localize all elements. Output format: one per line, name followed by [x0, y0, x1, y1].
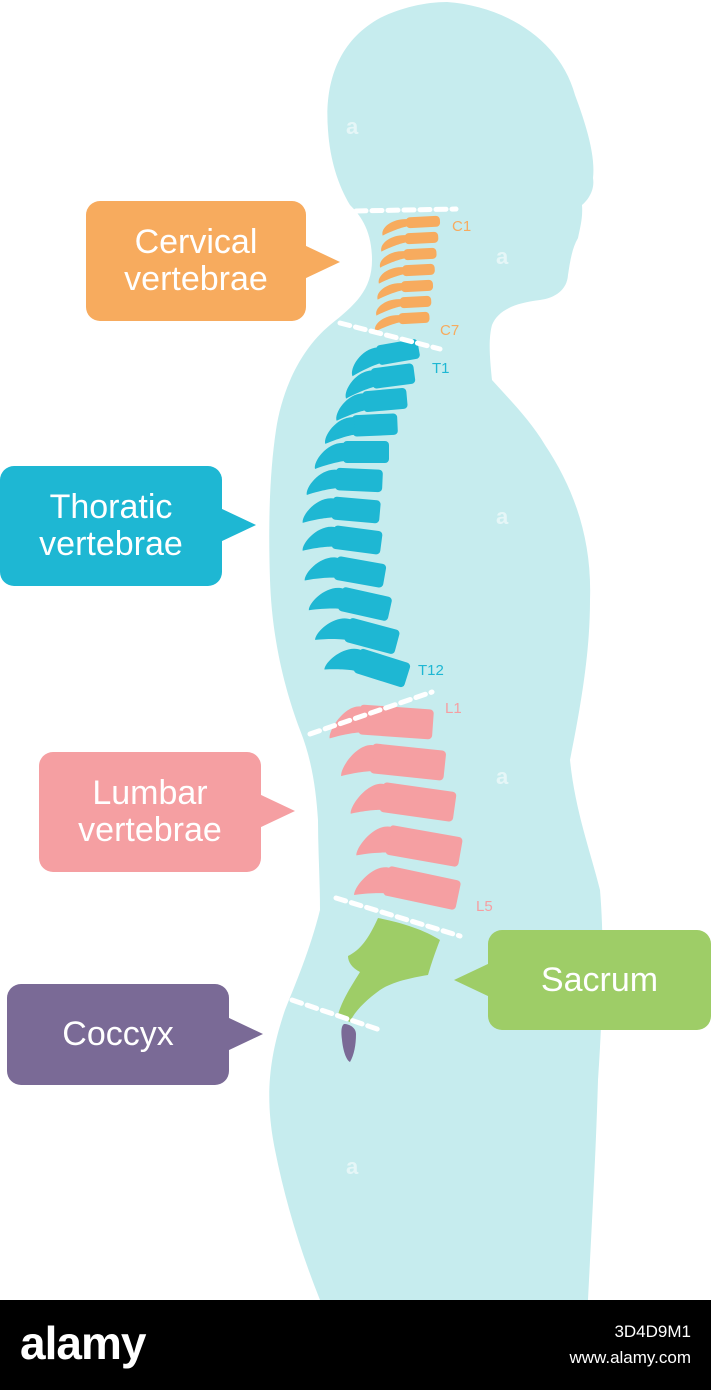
- region-divider-3: [307, 689, 435, 737]
- vertebra-label-l1: L1: [445, 700, 462, 717]
- coccyx-callout: Coccyx: [7, 984, 263, 1085]
- thoracic-vertebra-7: [302, 496, 381, 524]
- thoracic-callout-label: Thoratic vertebrae: [39, 488, 183, 563]
- region-divider-5: [289, 997, 383, 1033]
- lumbar-vertebra-2: [341, 743, 446, 781]
- sacrum-callout-pointer: [454, 963, 490, 997]
- stock-footer: alamy 3D4D9M1 www.alamy.com: [0, 1300, 711, 1390]
- vertebra-label-c7: C7: [440, 322, 460, 339]
- watermark-mark-2: a: [496, 244, 509, 269]
- vertebra-label-t1: T1: [432, 360, 450, 377]
- sacrum-callout-label: Sacrum: [540, 960, 659, 999]
- stock-image-id: 3D4D9M1: [614, 1322, 691, 1341]
- cervical-vertebra-3: [379, 247, 437, 268]
- thoracic-callout-pointer: [220, 508, 256, 542]
- coccyx-shape: [341, 1024, 356, 1062]
- watermark-mark-5: a: [346, 1154, 359, 1179]
- thoracic-vertebra-9: [304, 556, 387, 588]
- coccyx-callout-label: Coccyx: [62, 1015, 174, 1053]
- sacrum-callout: Sacrum: [454, 930, 711, 1030]
- thoracic-vertebra-3: [336, 387, 408, 421]
- spine-diagram: [269, 2, 603, 1300]
- thoracic-vertebra-4: [325, 413, 398, 444]
- cervical-vertebra-2: [381, 231, 439, 252]
- region-divider-4: [333, 895, 463, 939]
- stock-site: www.alamy.com: [569, 1348, 691, 1367]
- thoracic-vertebra-1: [351, 339, 420, 377]
- thoracic-vertebra-2: [345, 363, 416, 399]
- spine: [302, 215, 463, 1062]
- cervical-vertebra-4: [378, 263, 435, 284]
- thoracic-vertebra-12: [324, 648, 411, 688]
- body-silhouette: [269, 2, 603, 1300]
- cervical-vertebra-1: [382, 215, 441, 236]
- cervical-callout: Cervical vertebrae: [86, 201, 340, 321]
- watermark-mark-4: a: [496, 764, 509, 789]
- region-dividers: [289, 206, 463, 1033]
- lumbar-callout: Lumbar vertebrae: [39, 752, 295, 872]
- sacrum-shape: [338, 918, 440, 1022]
- cervical-callout-label: Cervical vertebrae: [124, 223, 268, 298]
- thoracic-vertebra-5: [314, 441, 389, 469]
- stock-logo: alamy: [20, 1317, 146, 1369]
- region-divider-1: [353, 206, 459, 214]
- lumbar-callout-label: Lumbar vertebrae: [78, 774, 222, 849]
- lumbar-vertebra-4: [356, 825, 463, 867]
- coccyx-callout-pointer: [227, 1017, 263, 1051]
- thoracic-callout: Thoratic vertebrae: [0, 466, 256, 586]
- thoracic-vertebra-10: [308, 587, 392, 621]
- watermark-mark-3: a: [496, 504, 509, 529]
- thoracic-vertebra-8: [302, 525, 383, 555]
- lumbar-callout-pointer: [259, 794, 295, 828]
- cervical-vertebra-7: [374, 311, 430, 332]
- thoracic-vertebra-6: [306, 467, 383, 495]
- diagram-stage: a a a a a Cervical vertebrae Thoratic ve…: [0, 0, 711, 1300]
- thoracic-vertebra-11: [315, 618, 400, 654]
- vertebra-label-l5: L5: [476, 898, 493, 915]
- lumbar-vertebra-5: [354, 866, 461, 910]
- vertebra-label-t12: T12: [418, 662, 444, 679]
- cervical-vertebra-6: [376, 295, 432, 316]
- watermark-mark-1: a: [346, 114, 359, 139]
- vertebra-label-c1: C1: [452, 218, 472, 235]
- lumbar-vertebra-3: [350, 782, 457, 822]
- cervical-vertebra-5: [377, 279, 434, 300]
- region-divider-2: [337, 320, 443, 352]
- cervical-callout-pointer: [304, 245, 340, 279]
